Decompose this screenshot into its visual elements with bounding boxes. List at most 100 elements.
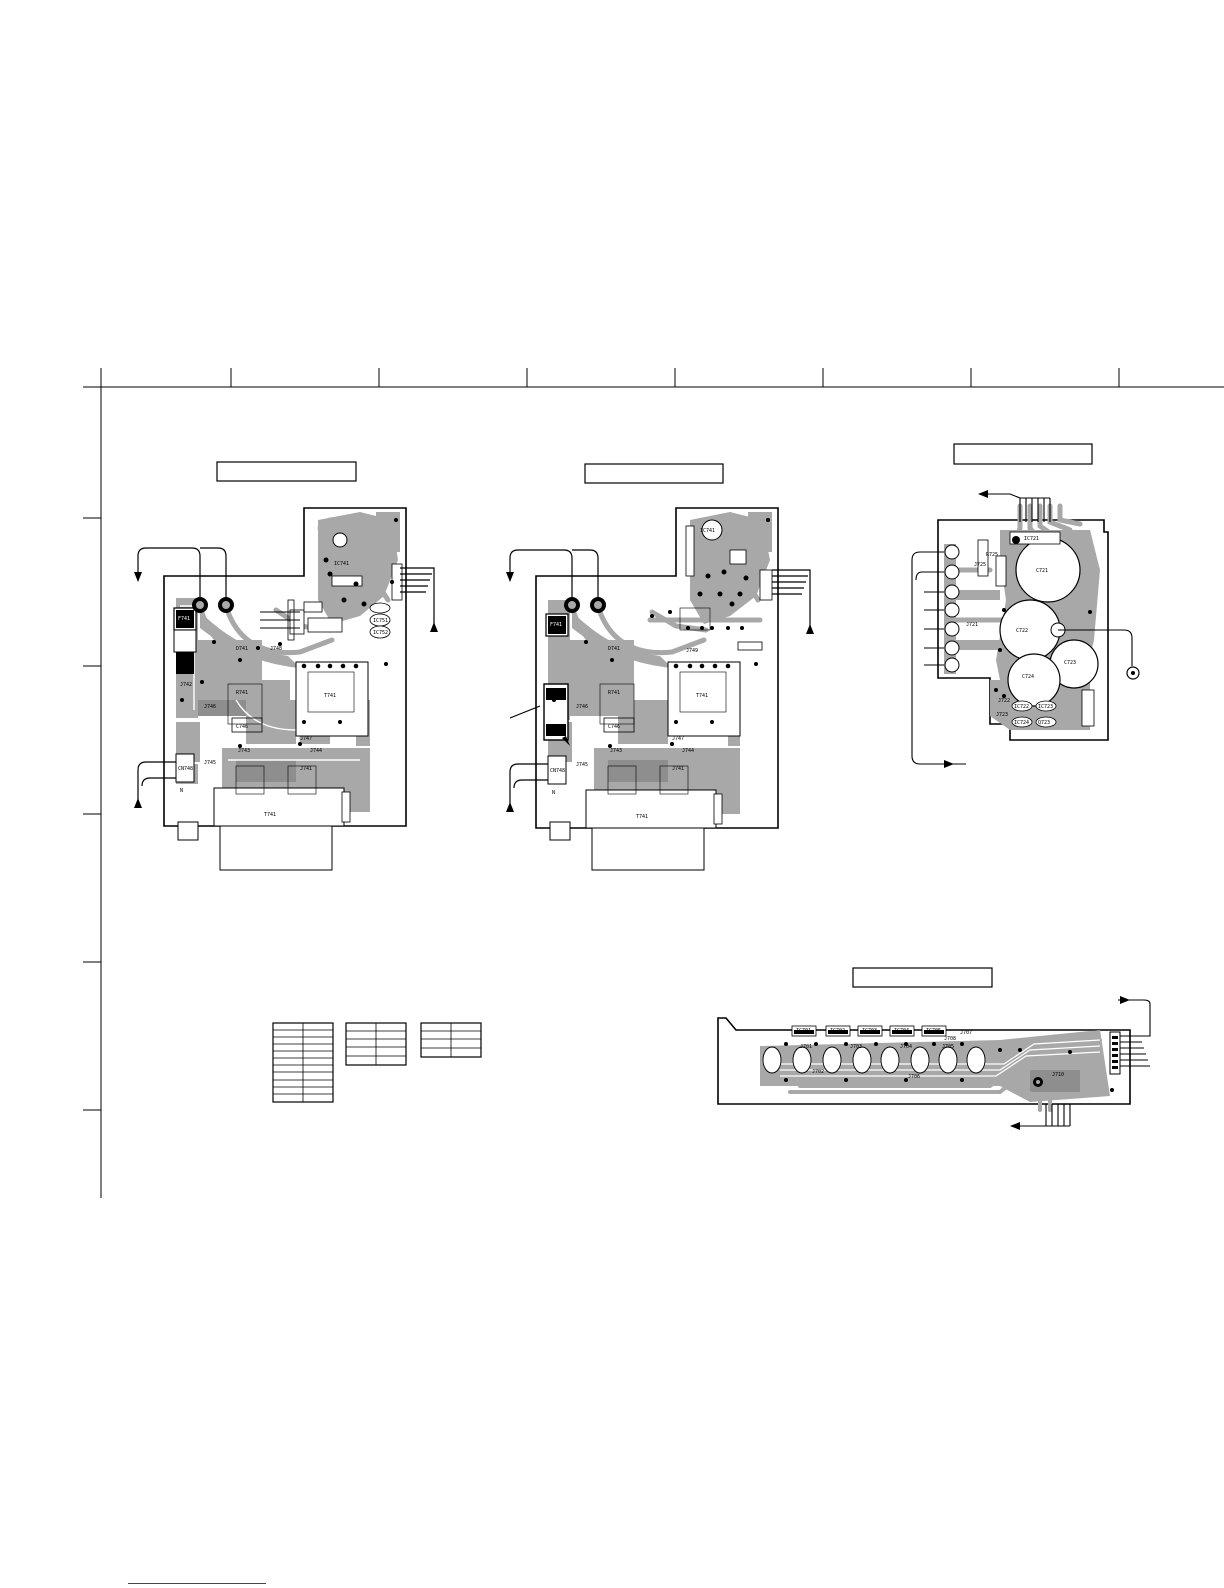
label-j708: J708 (944, 1036, 956, 1042)
lead-wires (1018, 999, 1151, 1127)
label-n: N (552, 790, 555, 796)
label-j747: J747 (672, 736, 684, 742)
label-j746: J746 (576, 704, 588, 710)
terminal-pads (944, 544, 960, 673)
label-j746: J746 (204, 704, 216, 710)
power-board-right: T741 C746 F741 T741 CN748 N (506, 507, 814, 871)
label-cn: CN748 (550, 768, 565, 774)
board-title-box-2 (584, 463, 724, 484)
ruler-row-ticks (83, 517, 101, 1111)
ruler-column-ticks (230, 368, 1120, 387)
label-j745: J745 (204, 760, 216, 766)
label-j702: J702 (812, 1069, 824, 1075)
traces (569, 525, 763, 663)
traces (788, 1038, 1102, 1112)
board-title-box-3 (953, 443, 1093, 465)
label-j706: J706 (908, 1074, 920, 1080)
label-ic702: IC702 (830, 1028, 845, 1034)
label-c724: C724 (1022, 674, 1034, 680)
capacitor-c724 (1007, 653, 1061, 707)
lead-arrows (506, 572, 814, 812)
label-j747: J747 (300, 736, 312, 742)
transformer-t741 (667, 661, 741, 737)
label-d741: D741 (236, 646, 248, 652)
label-j701: J701 (800, 1044, 812, 1050)
label-ic741: IC741 (334, 561, 349, 567)
table-1 (272, 1022, 334, 1103)
label-ic723: IC723 (1038, 704, 1053, 710)
mounting-pads (564, 519, 723, 613)
components (977, 531, 1095, 728)
label-ic724: IC724 (1014, 720, 1029, 726)
mounting-pads (192, 532, 348, 613)
strip-capacitors (762, 1046, 986, 1074)
label-n: N (180, 788, 183, 794)
label-c722: C722 (1016, 628, 1028, 634)
label-ic705: IC705 (926, 1028, 941, 1034)
board-title-box-1 (216, 461, 357, 482)
label-j741: J741 (300, 766, 312, 772)
lead-wires (911, 493, 1133, 765)
cap-board: C721 C722 C723 C724 IC721 IC722 IC723 (911, 490, 1140, 768)
ic-socket (679, 607, 711, 631)
label-ic704: IC704 (894, 1028, 909, 1034)
label-j725: J725 (974, 562, 986, 568)
label-j741: J741 (672, 766, 684, 772)
label-r741: R741 (608, 690, 620, 696)
label-d741: D741 (608, 646, 620, 652)
label-j710: J710 (1052, 1072, 1064, 1078)
label-t741: T741 (324, 693, 336, 699)
label-c746: C746 (608, 724, 620, 730)
label-ic751: IC751 (373, 618, 388, 624)
label-ic703: IC703 (862, 1028, 877, 1034)
label-j703: J703 (850, 1044, 862, 1050)
label-j743: J743 (238, 748, 250, 754)
label-q723: Q723 (1038, 720, 1050, 726)
label-j742: J742 (180, 682, 192, 688)
lead-arrows (1010, 996, 1130, 1130)
label-t741b: T741 (636, 814, 648, 820)
label-c721: C721 (1036, 568, 1048, 574)
label-j743: J743 (610, 748, 622, 754)
label-c723: C723 (1064, 660, 1076, 666)
label-t741b: T741 (264, 812, 276, 818)
board-title-box-4 (852, 967, 993, 988)
connector-cn748 (175, 753, 195, 783)
label-f741: F741 (550, 622, 562, 628)
lead-arrows (134, 572, 438, 808)
label-j723: J723 (996, 712, 1008, 718)
component-cluster (552, 518, 773, 748)
label-c746: C746 (236, 724, 248, 730)
label-j749: J749 (686, 648, 698, 654)
lead-wires (509, 549, 811, 808)
label-ic752: IC752 (373, 630, 388, 636)
ac-inlet (585, 789, 717, 829)
label-ic722: IC722 (1014, 704, 1029, 710)
c746-outline (231, 717, 263, 733)
transformer-t741 (295, 661, 369, 737)
strip-board: IC701 IC702 IC703 IC704 IC705 J701 J702 … (717, 996, 1151, 1130)
ac-inlet (213, 787, 345, 827)
label-ic701: IC701 (796, 1028, 811, 1034)
c746-outline (603, 717, 635, 733)
label-r741: R741 (236, 690, 248, 696)
table-2 (345, 1022, 407, 1066)
strip-dots (784, 1042, 1114, 1092)
label-f741: F741 (178, 616, 190, 622)
label-t741: T741 (696, 693, 708, 699)
label-j744: J744 (310, 748, 322, 754)
strip-ics (791, 1025, 947, 1037)
label-j704: J704 (900, 1044, 912, 1050)
electrolytic-capacitors (999, 537, 1099, 707)
label-j748: J748 (270, 646, 282, 652)
table-3 (420, 1022, 482, 1058)
label-j744: J744 (682, 748, 694, 754)
ruler-frame (83, 368, 1224, 1198)
label-j707: J707 (960, 1030, 972, 1036)
connector-cn748 (547, 755, 567, 785)
label-j721: J721 (966, 622, 978, 628)
lead-wires (137, 547, 435, 806)
label-ic721: IC721 (1024, 536, 1039, 542)
